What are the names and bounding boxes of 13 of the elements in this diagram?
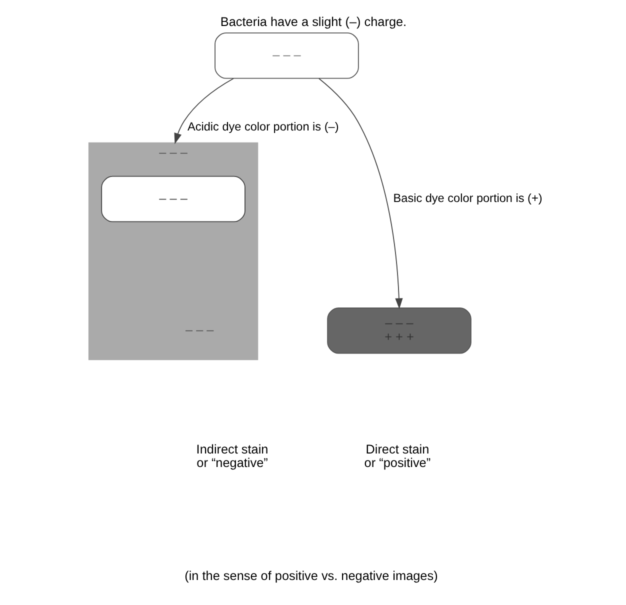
node-box: – – –: [100, 176, 245, 222]
node-label: Indirect stain: [196, 442, 268, 456]
edge-label: Acidic dye color portion is (–): [187, 120, 338, 134]
edge-label: Basic dye color portion is (+): [392, 192, 542, 206]
caption: (in the sense of positive vs. negative images): [184, 568, 438, 583]
arrow: [174, 78, 234, 144]
arrow: [318, 78, 402, 310]
node-box: – – –: [214, 32, 358, 79]
node-box: – – – + + +: [326, 308, 471, 354]
diagram-title: Bacteria have a slight (–) charge.: [220, 14, 406, 29]
node-label: Direct stain: [365, 442, 429, 456]
node-label: or “negative”: [196, 456, 268, 470]
node-label: or “positive”: [364, 456, 430, 470]
